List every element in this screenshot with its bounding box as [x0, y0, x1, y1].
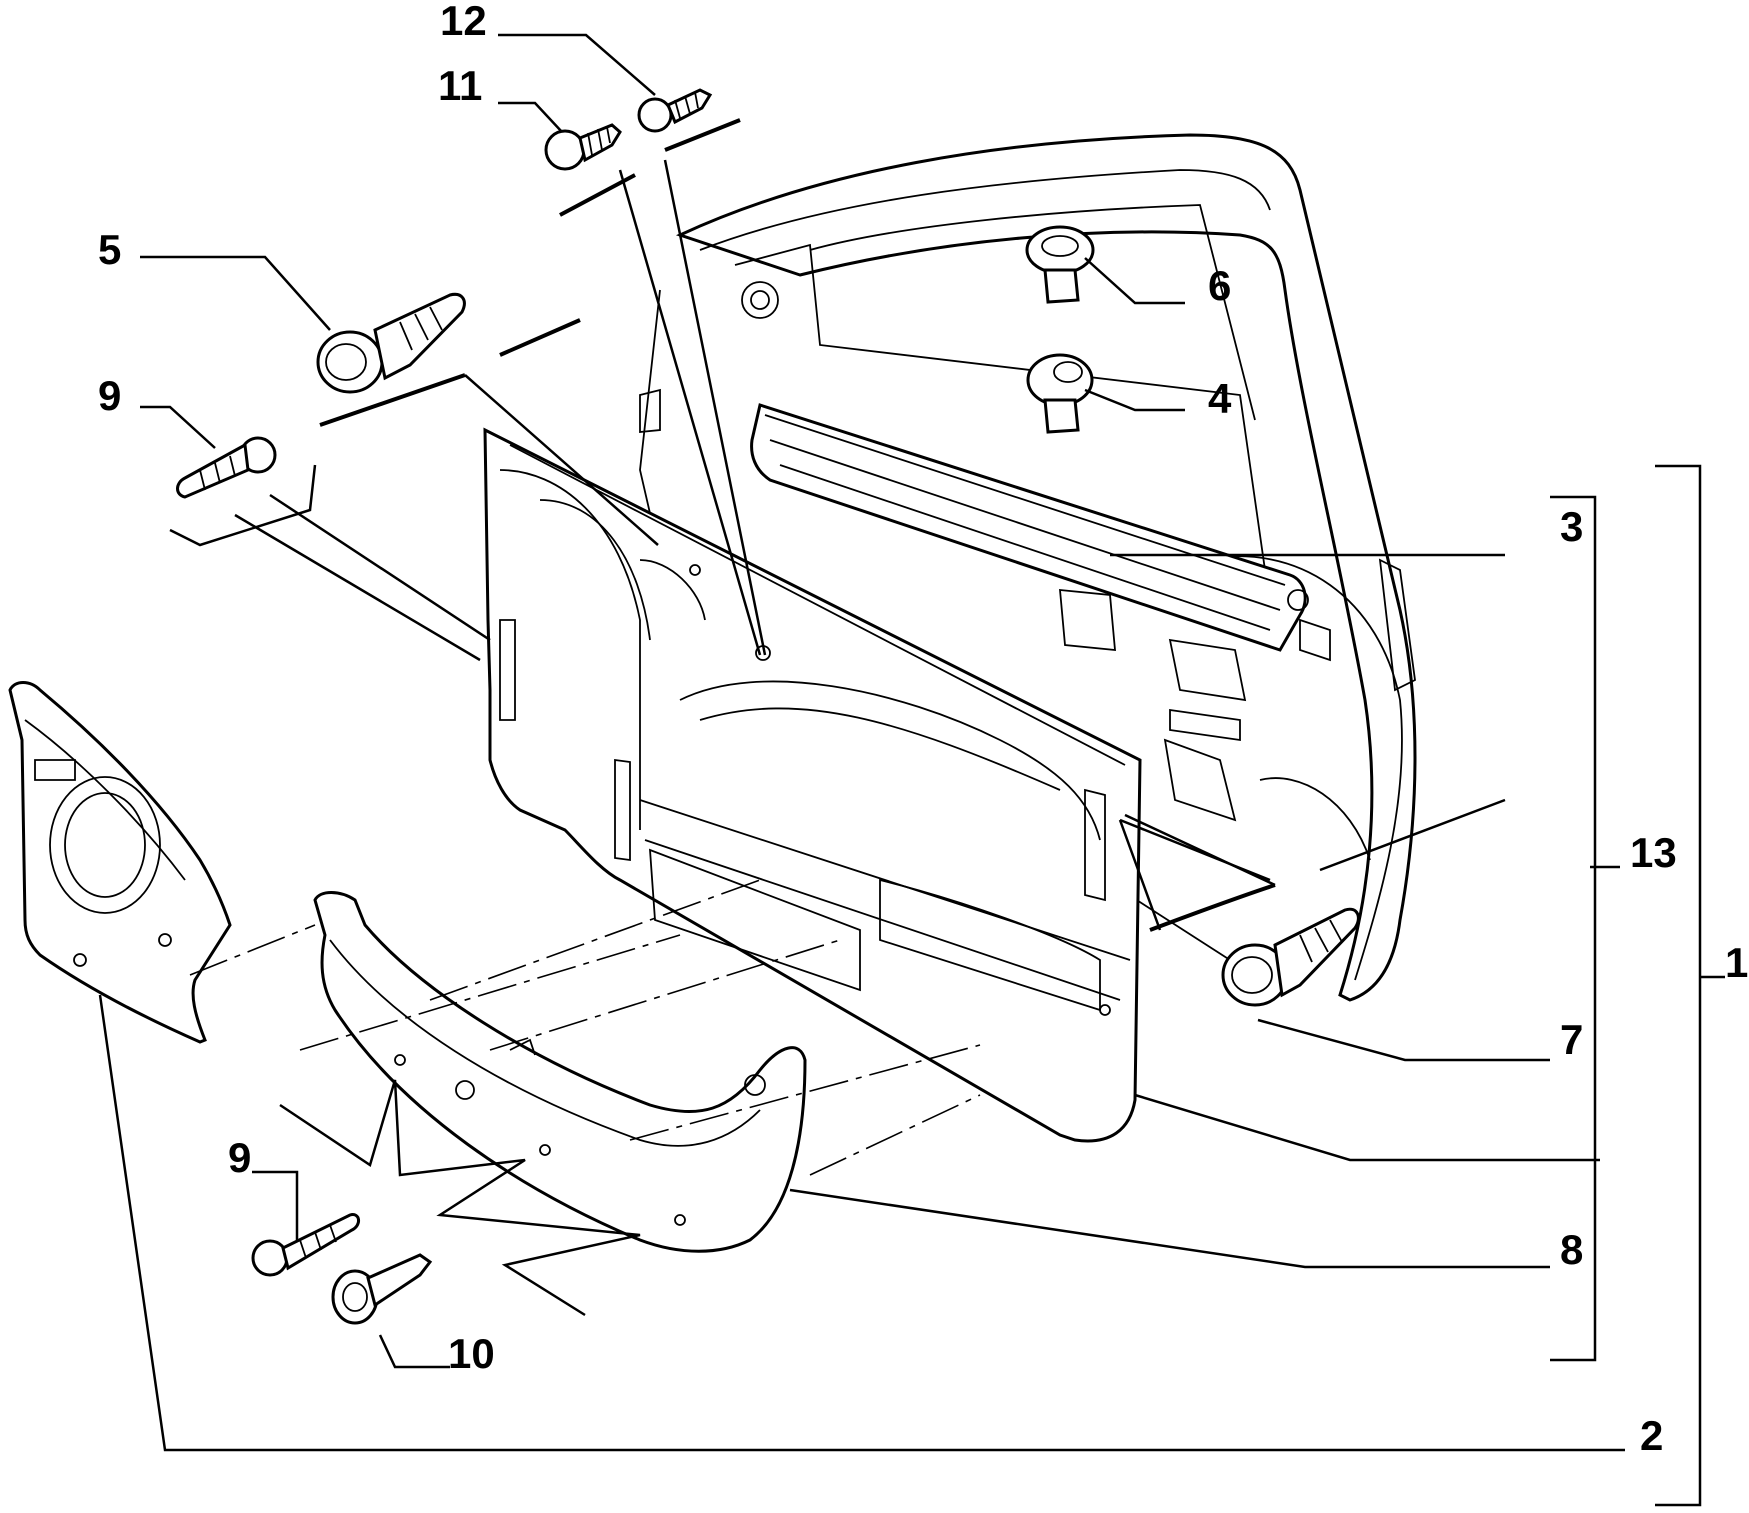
clip-4 [1026, 353, 1094, 434]
bracket-13 [1550, 495, 1597, 1362]
callout-9-bottom: 9 [228, 1134, 251, 1181]
clip-7 [1221, 907, 1360, 1007]
screw-9-top [176, 436, 277, 499]
callout-3: 3 [1560, 503, 1583, 550]
callout-12: 12 [440, 0, 487, 44]
door-trim-panel [483, 427, 1142, 1143]
speaker-cover [8, 681, 232, 1044]
clip-10 [331, 1253, 433, 1325]
callout-4: 4 [1208, 375, 1232, 422]
callout-labels: 12 11 5 9 6 4 3 13 1 7 8 9 10 2 [98, 0, 1748, 1459]
clip-6 [1025, 225, 1095, 304]
screw-11 [544, 123, 622, 171]
callout-13: 13 [1630, 829, 1677, 876]
callout-5: 5 [98, 226, 121, 273]
screw-12 [637, 88, 713, 133]
callout-9-top: 9 [98, 372, 121, 419]
assembly-lines [169, 118, 1506, 1317]
screw-9-bottom [251, 1213, 360, 1277]
leader-lines [98, 33, 1625, 1452]
armrest-pocket [313, 891, 807, 1253]
callout-10: 10 [448, 1330, 495, 1377]
callout-1: 1 [1725, 939, 1748, 986]
callout-2: 2 [1640, 1412, 1663, 1459]
window-seal-strip [750, 403, 1309, 652]
bracket-1 [1655, 464, 1725, 1507]
callout-7: 7 [1560, 1016, 1583, 1063]
callout-11: 11 [438, 62, 482, 109]
clip-5 [316, 292, 466, 394]
callout-8: 8 [1560, 1226, 1583, 1273]
callout-6: 6 [1208, 262, 1231, 309]
